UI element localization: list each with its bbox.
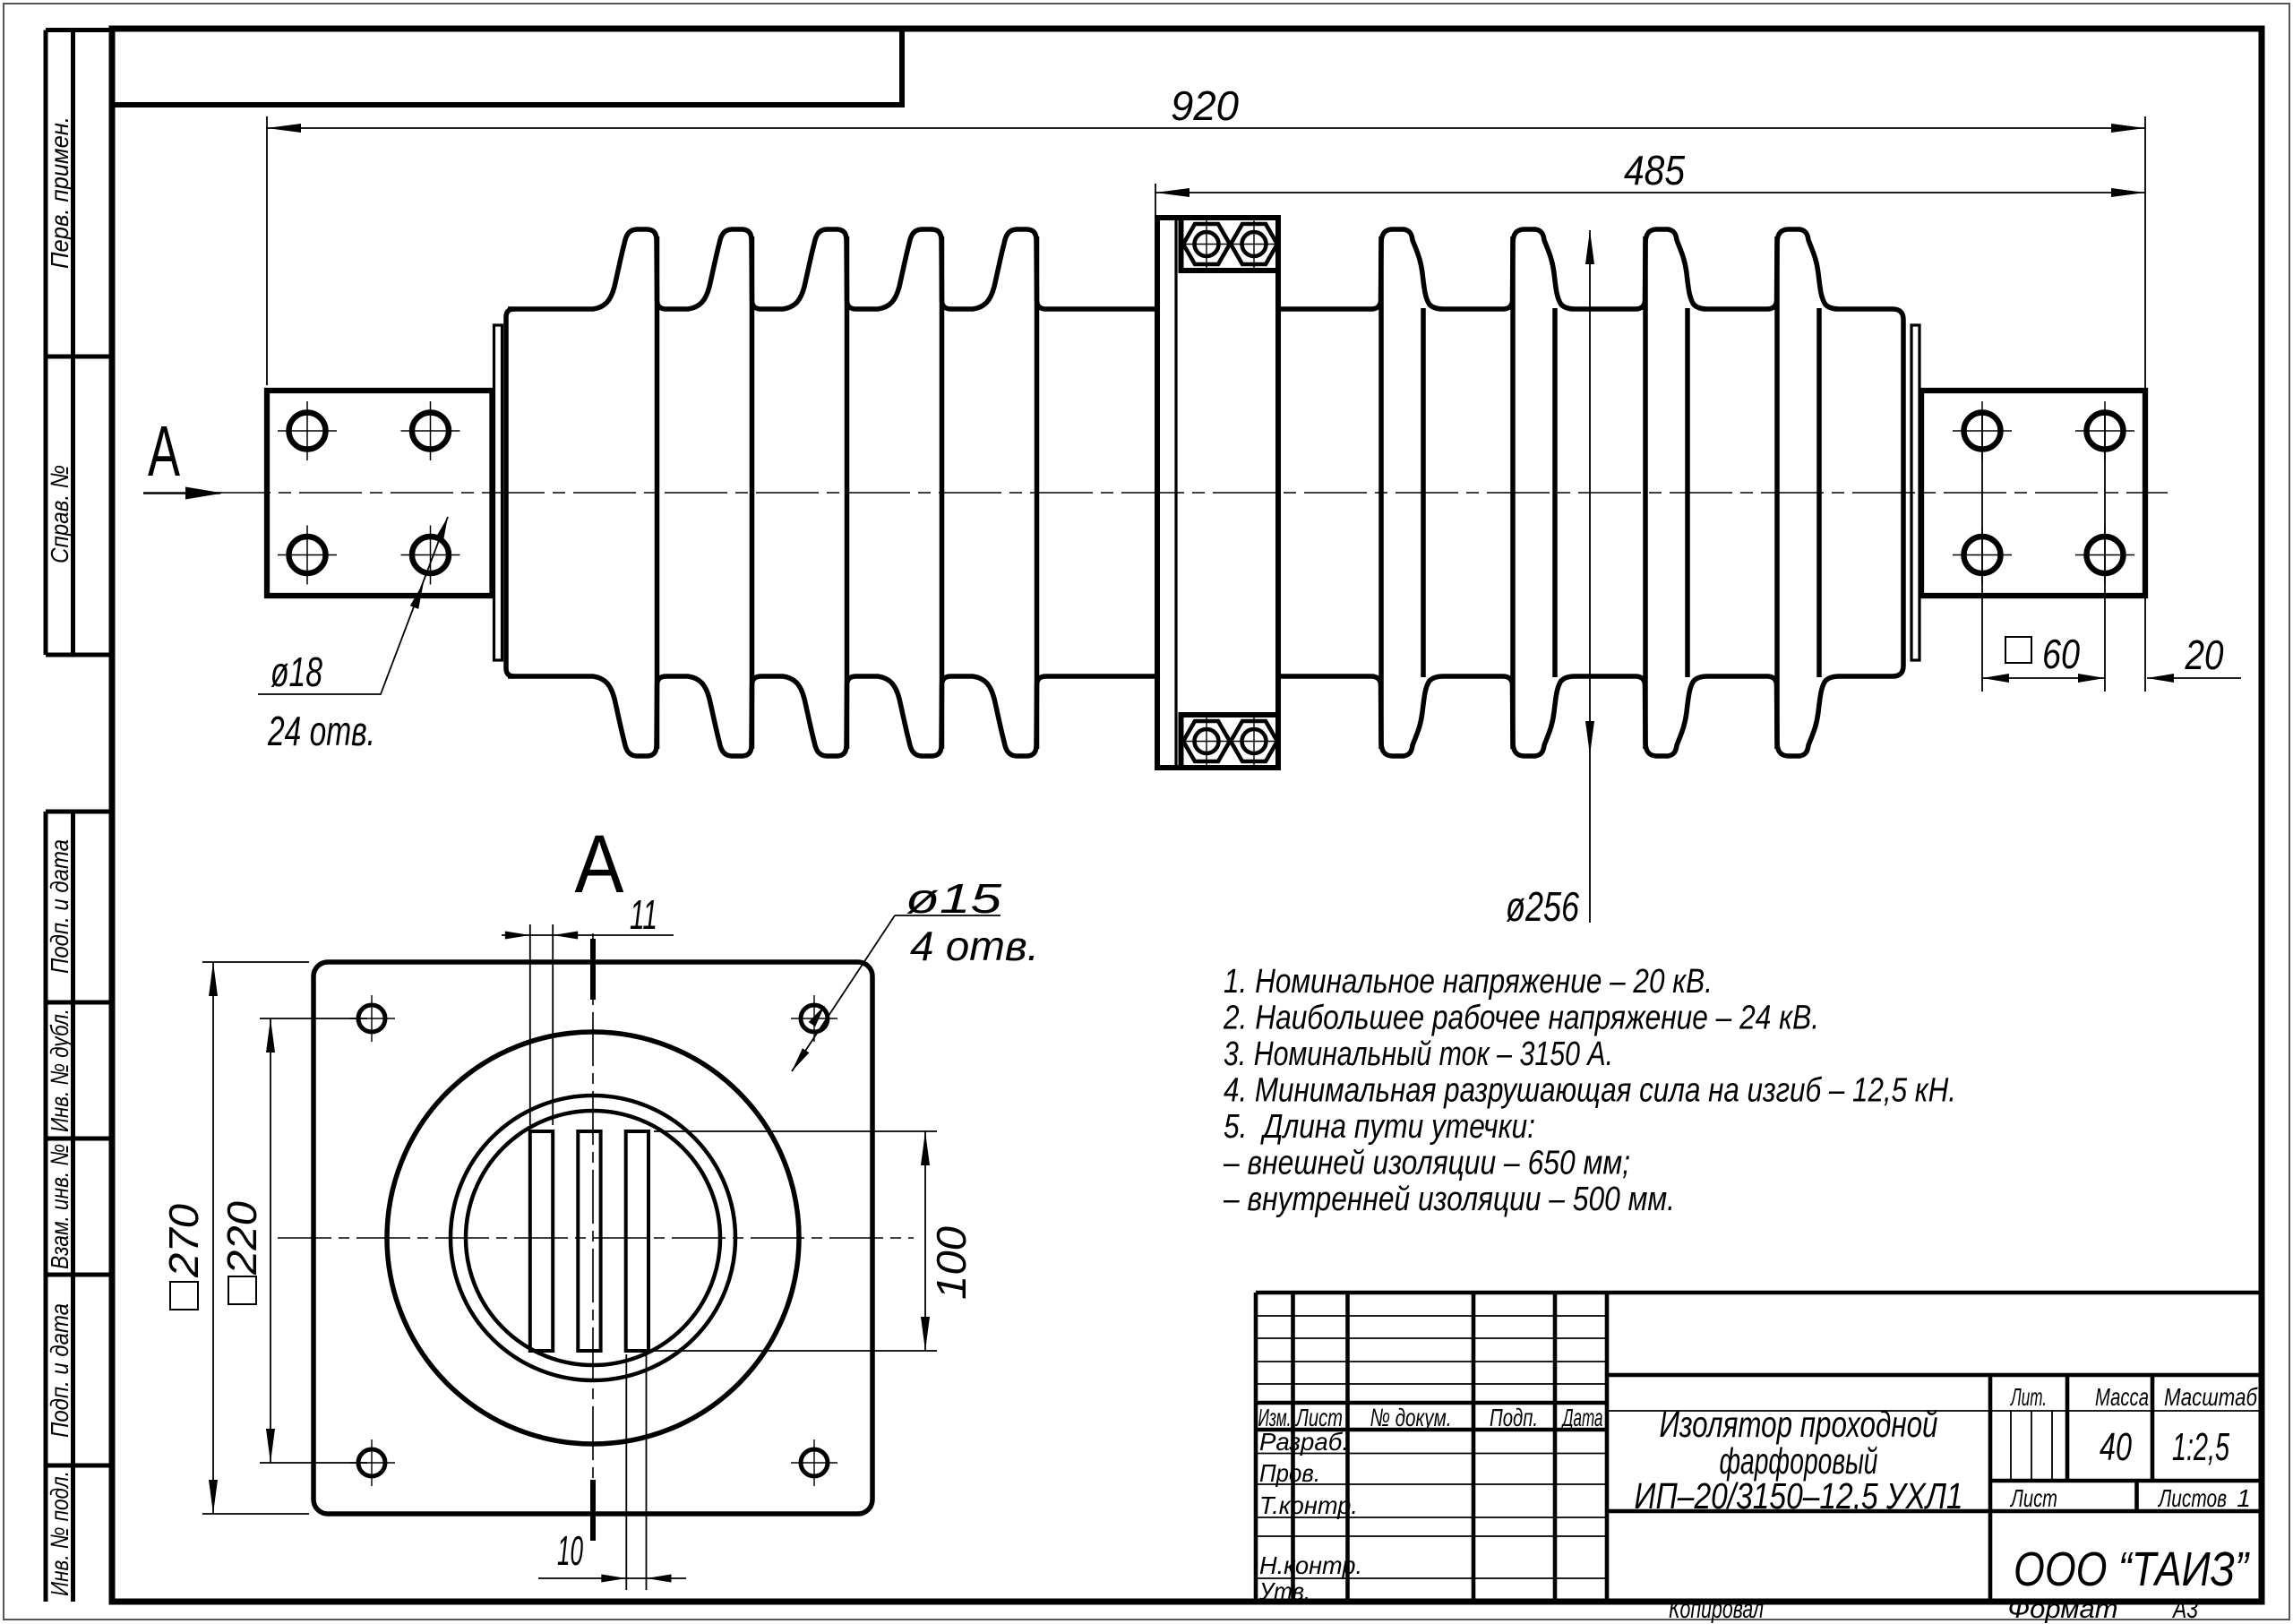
svg-text:60: 60	[2042, 631, 2080, 677]
svg-text:Масштаб: Масштаб	[2164, 1383, 2258, 1411]
svg-text:485: 485	[1624, 147, 1685, 193]
svg-text:3. Номинальный ток – 3150 А.: 3. Номинальный ток – 3150 А.	[1224, 1035, 1613, 1073]
svg-text:4. Минимальная разрушающая сил: 4. Минимальная разрушающая сила на изгиб…	[1224, 1072, 1956, 1110]
svg-text:Лист: Лист	[1295, 1404, 1343, 1431]
svg-text:№ докум.: № докум.	[1370, 1404, 1452, 1431]
svg-text:270: 270	[160, 1204, 207, 1279]
svg-text:24 отв.: 24 отв.	[267, 708, 375, 754]
svg-text:Подп. и дата: Подп. и дата	[46, 1303, 73, 1438]
svg-text:А: А	[148, 411, 180, 491]
svg-text:Взам. инв. №: Взам. инв. №	[46, 1144, 73, 1269]
svg-text:Разраб.: Разраб.	[1259, 1428, 1349, 1456]
svg-text:Масса: Масса	[2095, 1383, 2149, 1411]
svg-text:100: 100	[928, 1226, 975, 1300]
svg-text:5. Длина пути утечки:: 5. Длина пути утечки:	[1224, 1108, 1535, 1146]
svg-text:Копировал: Копировал	[1669, 1594, 1764, 1624]
svg-text:– внешней изоляции – 650 мм;: – внешней изоляции – 650 мм;	[1223, 1145, 1630, 1182]
svg-text:ИП–20/3150–12,5 УХЛ1: ИП–20/3150–12,5 УХЛ1	[1635, 1475, 1963, 1517]
svg-text:4 отв.: 4 отв.	[910, 923, 1039, 969]
svg-text:А: А	[575, 819, 625, 910]
svg-text:Подп. и дата: Подп. и дата	[46, 839, 73, 974]
svg-text:Подп.: Подп.	[1490, 1404, 1538, 1431]
svg-text:Лист: Лист	[2010, 1484, 2057, 1512]
svg-text:920: 920	[1171, 82, 1239, 129]
svg-text:Изм.: Изм.	[1258, 1404, 1292, 1431]
svg-text:Т.контр.: Т.контр.	[1259, 1491, 1358, 1519]
svg-text:11: 11	[630, 891, 657, 938]
svg-text:ø256: ø256	[1506, 883, 1579, 930]
svg-text:ООО “ТАИЗ”: ООО “ТАИЗ”	[2014, 1542, 2250, 1596]
svg-text:20: 20	[2185, 632, 2224, 678]
svg-text:фарфоровый: фарфоровый	[1720, 1440, 1878, 1482]
svg-text:Инв. № подл.: Инв. № подл.	[46, 1471, 73, 1596]
svg-text:10: 10	[557, 1527, 583, 1574]
svg-text:Дата: Дата	[1561, 1404, 1603, 1431]
svg-text:ø18: ø18	[271, 649, 322, 695]
svg-text:Листов: Листов	[2158, 1484, 2227, 1512]
svg-text:40: 40	[2100, 1425, 2132, 1469]
svg-text:2. Наибольшее рабочее напряжен: 2. Наибольшее рабочее напряжение – 24 кВ…	[1223, 1000, 1819, 1037]
svg-text:Утв.: Утв.	[1258, 1577, 1310, 1605]
svg-text:ø15: ø15	[906, 875, 1002, 922]
svg-text:Н.контр.: Н.контр.	[1259, 1551, 1362, 1579]
svg-text:Перв. примен.: Перв. примен.	[46, 116, 73, 269]
svg-text:А3: А3	[2171, 1594, 2198, 1624]
svg-text:220: 220	[219, 1201, 265, 1276]
svg-text:Лит.: Лит.	[2010, 1383, 2047, 1411]
svg-text:Пров.: Пров.	[1259, 1459, 1320, 1487]
svg-text:Справ. №: Справ. №	[46, 465, 73, 563]
svg-text:1. Номинальное напряжение – 20: 1. Номинальное напряжение – 20 кВ.	[1224, 963, 1713, 1001]
svg-text:Формат: Формат	[2008, 1594, 2118, 1624]
svg-text:1:2,5: 1:2,5	[2172, 1425, 2229, 1469]
svg-text:– внутренней изоляции – 500 мм: – внутренней изоляции – 500 мм.	[1223, 1181, 1675, 1218]
svg-text:Изолятор проходной: Изолятор проходной	[1660, 1404, 1938, 1445]
svg-text:1: 1	[2237, 1484, 2251, 1512]
svg-text:Инв. № дубл.: Инв. № дубл.	[46, 1009, 73, 1132]
